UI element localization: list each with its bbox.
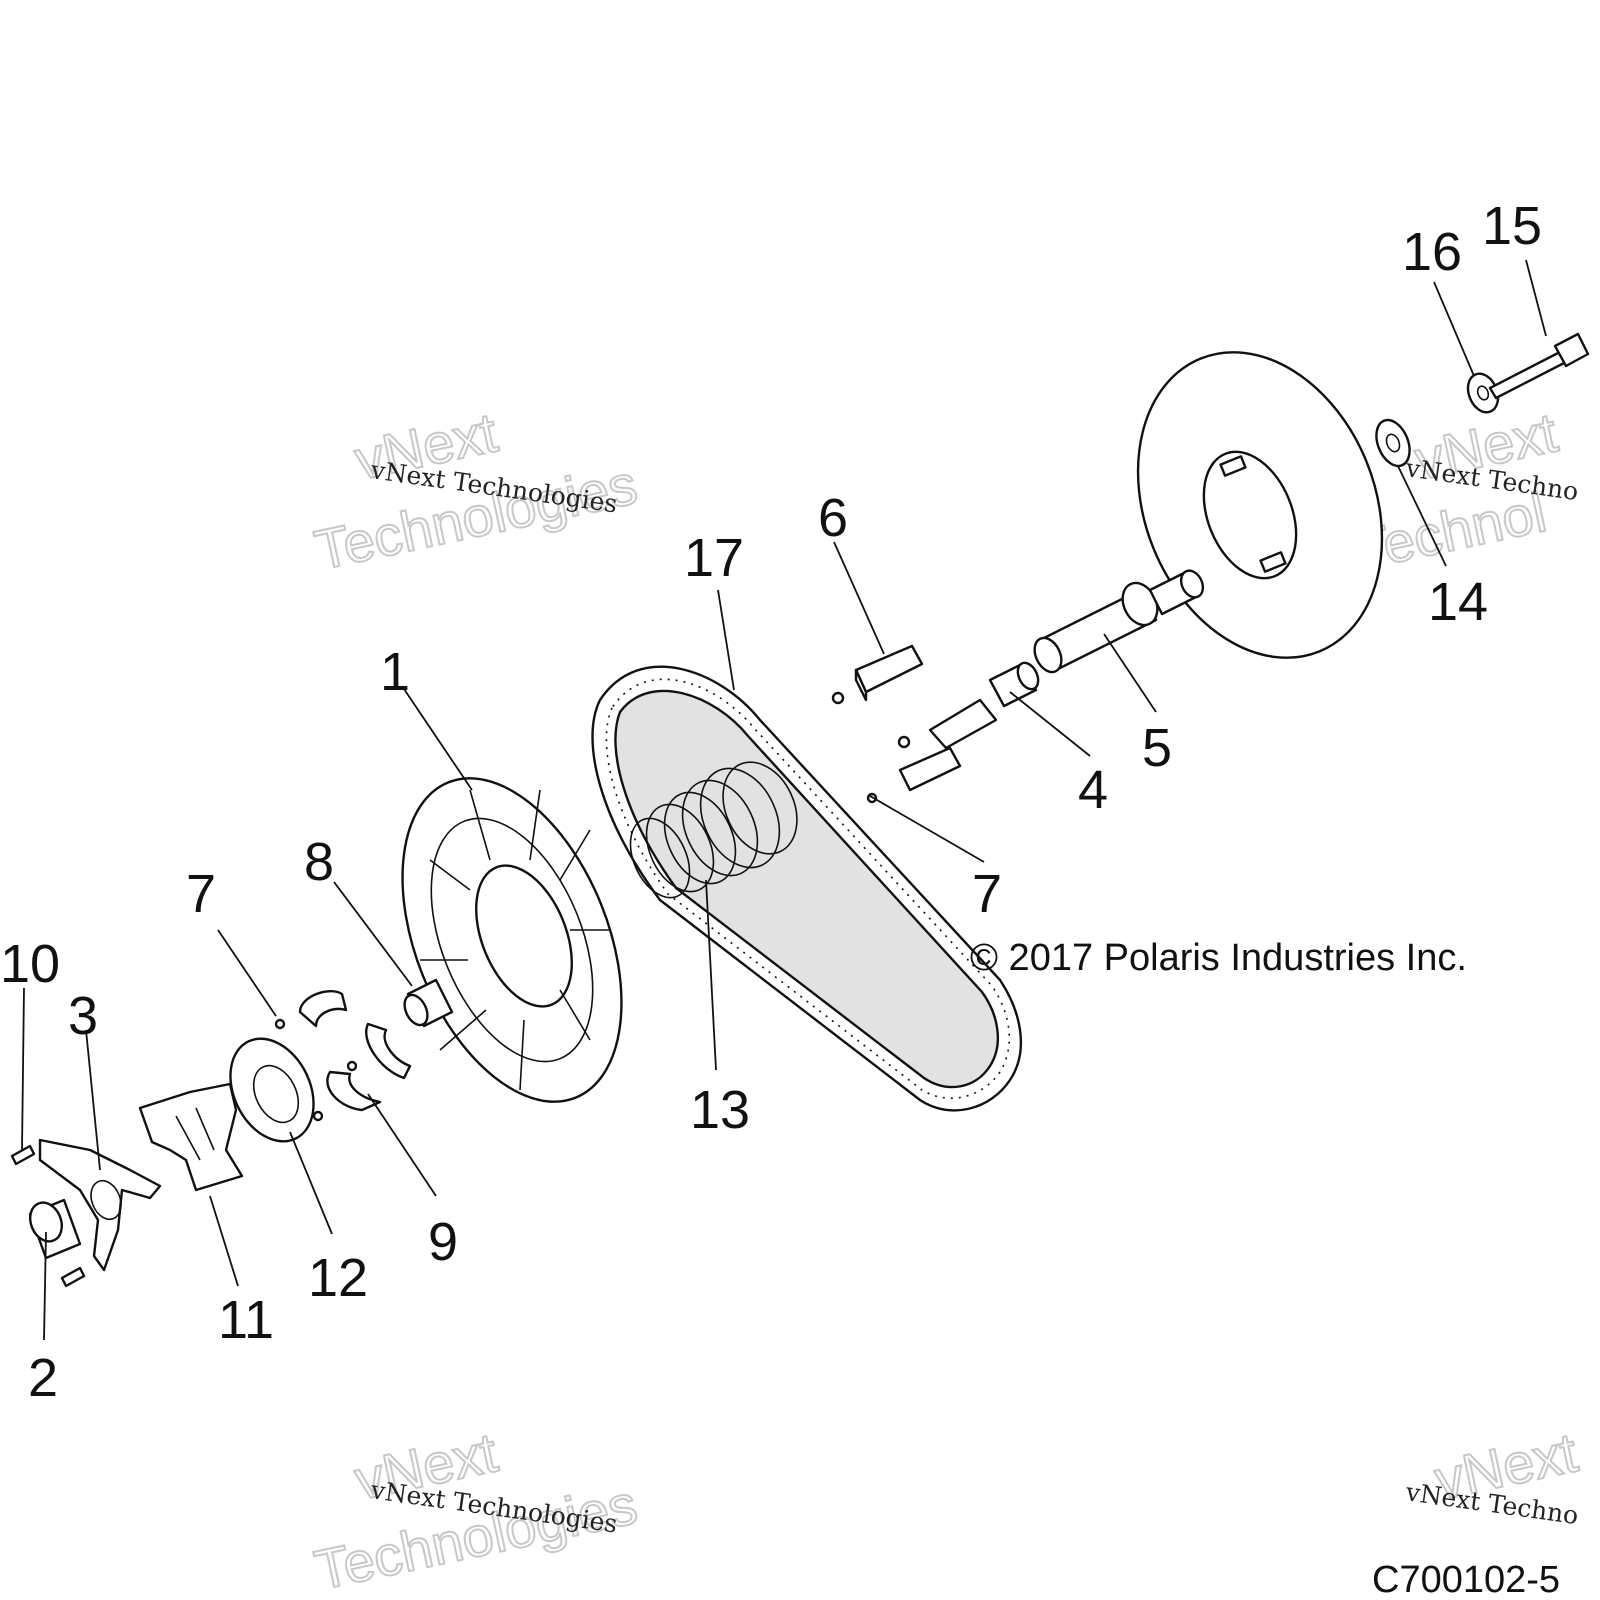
callout-7-right: 7 bbox=[972, 864, 1002, 924]
callout-labels: 1 2 3 4 5 6 7 7 8 9 10 11 12 13 14 15 16… bbox=[0, 196, 1542, 1408]
callout-14: 14 bbox=[1428, 572, 1488, 632]
arm-3 bbox=[38, 1138, 162, 1272]
callout-16: 16 bbox=[1402, 222, 1462, 282]
roller-8 bbox=[403, 978, 454, 1028]
screws-10 bbox=[10, 1144, 86, 1288]
callout-12: 12 bbox=[308, 1248, 368, 1308]
leader-lines bbox=[21, 259, 1547, 1341]
callout-10: 10 bbox=[0, 934, 60, 994]
callout-7-left: 7 bbox=[186, 864, 216, 924]
callout-11: 11 bbox=[218, 1290, 274, 1350]
moveable-sheave bbox=[401, 777, 623, 1103]
callout-5: 5 bbox=[1142, 718, 1172, 778]
callout-15: 15 bbox=[1482, 196, 1542, 256]
bracket-9 bbox=[312, 1022, 412, 1122]
callout-6: 6 bbox=[818, 488, 848, 548]
washer-14 bbox=[1375, 418, 1411, 468]
bolt-15 bbox=[1488, 332, 1590, 400]
weight-arm-7-right bbox=[866, 698, 998, 804]
guide-6 bbox=[831, 644, 924, 705]
washer-16 bbox=[1466, 372, 1500, 414]
watermark-bottom-left: vNext Technologies vNext Technologies bbox=[308, 1419, 643, 1600]
cover-12 bbox=[229, 1037, 315, 1143]
copyright-text: © 2017 Polaris Industries Inc. bbox=[970, 937, 1467, 979]
callout-17: 17 bbox=[684, 528, 744, 588]
watermark-bottom-right: vNext vNext Techno bbox=[1403, 1419, 1584, 1530]
callout-9: 9 bbox=[428, 1212, 458, 1272]
spring bbox=[629, 761, 798, 899]
stationary-sheave bbox=[1136, 351, 1384, 659]
callout-4: 4 bbox=[1078, 760, 1108, 820]
callout-8: 8 bbox=[304, 832, 334, 892]
drawing-number: C700102-5 bbox=[1372, 1559, 1560, 1600]
callout-3: 3 bbox=[68, 986, 98, 1046]
callout-1: 1 bbox=[380, 642, 410, 702]
bushing-2 bbox=[28, 1198, 82, 1260]
bracket-7-left bbox=[274, 989, 348, 1030]
drive-belt bbox=[591, 665, 1023, 1112]
callout-2: 2 bbox=[28, 1348, 58, 1408]
watermark-top-left: vNext Technologies vNext Technologies bbox=[308, 399, 643, 582]
spider-11 bbox=[138, 1082, 244, 1192]
callout-13: 13 bbox=[690, 1080, 750, 1140]
sleeve-5 bbox=[1033, 569, 1205, 674]
bushing-4 bbox=[988, 661, 1040, 708]
